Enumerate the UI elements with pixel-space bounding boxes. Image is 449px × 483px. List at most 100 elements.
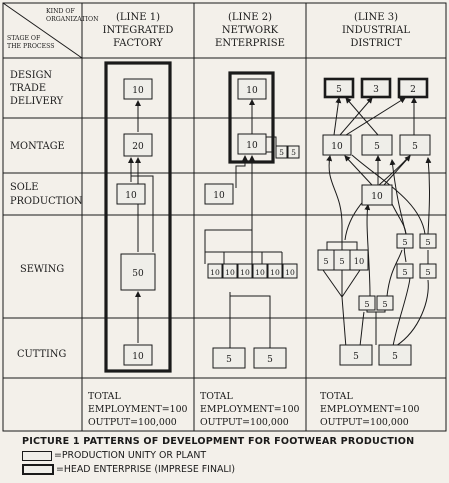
legend-plant-label: =PRODUCTION UNITY OR PLANT — [54, 450, 207, 461]
line1-head-enterprise — [104, 61, 172, 373]
line3-sewing-right-value-4: 5 — [425, 267, 430, 277]
col3-line: (LINE 3) — [354, 12, 398, 23]
line3-sewing-group-value-2: 5 — [339, 256, 344, 266]
footwear-diagram: KIND OF ORGANIZATION STAGE OF THE PROCES… — [2, 2, 447, 432]
totals-row: TOTAL EMPLOYMENT=100 OUTPUT=100,000 TOTA… — [88, 391, 420, 428]
line2-total-output: OUTPUT=100,000 — [200, 417, 289, 428]
line2-sewing-unit-4 — [252, 263, 268, 279]
line1-sewing-value: 50 — [132, 269, 144, 279]
line2-montage-value: 10 — [246, 141, 258, 151]
line1-total-output: OUTPUT=100,000 — [88, 417, 177, 428]
line3-sewing-right-unit-1 — [396, 233, 414, 249]
line3-sewing-low-unit-2 — [376, 295, 394, 311]
line1-units — [116, 78, 156, 366]
legend-head-swatch — [22, 464, 54, 475]
line1-montage-unit — [123, 133, 153, 157]
col2-name-1: NETWORK — [222, 25, 279, 36]
line3-montage-unit-3 — [399, 134, 431, 156]
line1-total-label: TOTAL — [88, 391, 121, 402]
line3-sewing-right-value-3: 5 — [402, 267, 407, 277]
line1-sole-unit — [116, 183, 146, 205]
line2-sewing-unit-3 — [237, 263, 253, 279]
line3-cutting-value-1: 5 — [353, 352, 359, 362]
line3-sewing-right-value-1: 5 — [402, 237, 407, 247]
line2-sewing-value-4: 10 — [255, 268, 265, 277]
line2-sewing-value-1: 10 — [210, 268, 220, 277]
stage-design: DESIGN — [10, 70, 52, 81]
col1-name-2: FACTORY — [113, 38, 163, 49]
caption-title: PICTURE 1 PATTERNS OF DEVELOPMENT FOR FO… — [22, 436, 415, 447]
line2-sewing-unit-5 — [267, 263, 283, 279]
line2-cutting-value-2: 5 — [267, 355, 273, 365]
stage-sewing: SEWING — [20, 264, 64, 275]
line1-cutting-unit — [123, 344, 153, 366]
line3-sewing-low-value-1: 5 — [364, 299, 369, 309]
stage-montage: MONTAGE — [10, 141, 65, 152]
col3-name-1: INDUSTRIAL — [342, 25, 410, 36]
line2-sewing-value-5: 10 — [270, 268, 280, 277]
line3-cutting-value-2: 5 — [392, 352, 398, 362]
line3-sewing-low-value-2: 5 — [382, 299, 387, 309]
stage-label-1: STAGE OF — [7, 35, 41, 42]
stage-trade: TRADE — [10, 83, 46, 94]
line3-sewing-right-value-2: 5 — [425, 237, 430, 247]
line2-montage-small-value-1: 5 — [279, 148, 284, 157]
figure-caption: PICTURE 1 PATTERNS OF DEVELOPMENT FOR FO… — [6, 436, 446, 475]
line2-network-enterprise: 10 10 10 5 5 5 5 10 10 10 10 10 10 — [204, 71, 300, 369]
line1-design-value: 10 — [132, 86, 144, 96]
line3-industrial-district: 5 3 2 10 5 5 10 5 5 5 5 10 5 5 5 5 5 5 — [317, 77, 437, 366]
line3-design-value-1: 5 — [336, 85, 342, 95]
line2-cutting-unit-1 — [212, 347, 246, 369]
line2-units — [204, 78, 300, 369]
stage-delivery: DELIVERY — [10, 96, 64, 107]
column-headers: (LINE 1) INTEGRATED FACTORY (LINE 2) NET… — [103, 12, 411, 49]
line3-sole-value: 10 — [371, 192, 383, 202]
line2-design-unit — [237, 78, 267, 100]
line3-sole-unit — [361, 184, 393, 206]
line3-total-label: TOTAL — [320, 391, 353, 402]
line1-sole-value: 10 — [125, 191, 137, 201]
legend-plant-swatch — [22, 450, 52, 461]
stage-production: PRODUCTION — [10, 196, 83, 207]
line1-sewing-unit — [120, 253, 156, 291]
line3-design-unit-1 — [323, 77, 355, 99]
line3-montage-value-1: 10 — [331, 142, 343, 152]
line3-montage-value-3: 5 — [412, 142, 418, 152]
legend-head: =HEAD ENTERPRISE (IMPRESE FINALI) — [22, 464, 446, 475]
col1-name-1: INTEGRATED — [103, 25, 174, 36]
line3-sewing-low-unit-1 — [358, 295, 376, 311]
line3-montage-unit-1 — [322, 134, 352, 156]
line3-sewing-right-unit-2 — [419, 233, 437, 249]
line2-sewing-unit-2 — [222, 263, 238, 279]
line2-montage-small-value-2: 5 — [291, 148, 296, 157]
line3-sewing-group-unit-3 — [349, 249, 369, 271]
line3-montage-unit-2 — [361, 134, 393, 156]
line1-montage-value: 20 — [132, 142, 144, 152]
table-grid — [2, 2, 447, 432]
line1-cutting-value: 10 — [132, 352, 144, 362]
line2-sole-unit — [204, 183, 234, 205]
line1-total-employment: EMPLOYMENT=100 — [88, 404, 188, 415]
line2-cutting-unit-2 — [253, 347, 287, 369]
line1-integrated-factory: 10 20 10 50 10 — [104, 61, 172, 373]
legend-head-label: =HEAD ENTERPRISE (IMPRESE FINALI) — [56, 464, 236, 475]
line3-total-employment: EMPLOYMENT=100 — [320, 404, 420, 415]
line2-sewing-value-3: 10 — [240, 268, 250, 277]
line3-cutting-unit-1 — [339, 344, 373, 366]
stage-label-2: THE PROCESS — [7, 43, 55, 50]
line2-montage-small-unit-2 — [287, 145, 300, 159]
col2-line: (LINE 2) — [228, 12, 272, 23]
line2-sewing-unit-1 — [207, 263, 223, 279]
col3-name-2: DISTRICT — [350, 38, 402, 49]
line2-sewing-value-2: 10 — [225, 268, 235, 277]
line3-sewing-right-unit-3 — [396, 263, 414, 279]
corner-header: KIND OF ORGANIZATION STAGE OF THE PROCES… — [7, 8, 99, 50]
kind-label-2: ORGANIZATION — [46, 16, 99, 23]
line3-sewing-right-unit-4 — [419, 263, 437, 279]
line2-design-value: 10 — [246, 86, 258, 96]
line2-montage-unit — [237, 133, 267, 155]
stage-sole: SOLE — [10, 182, 38, 193]
line2-total-label: TOTAL — [200, 391, 233, 402]
line3-cutting-unit-2 — [378, 344, 412, 366]
